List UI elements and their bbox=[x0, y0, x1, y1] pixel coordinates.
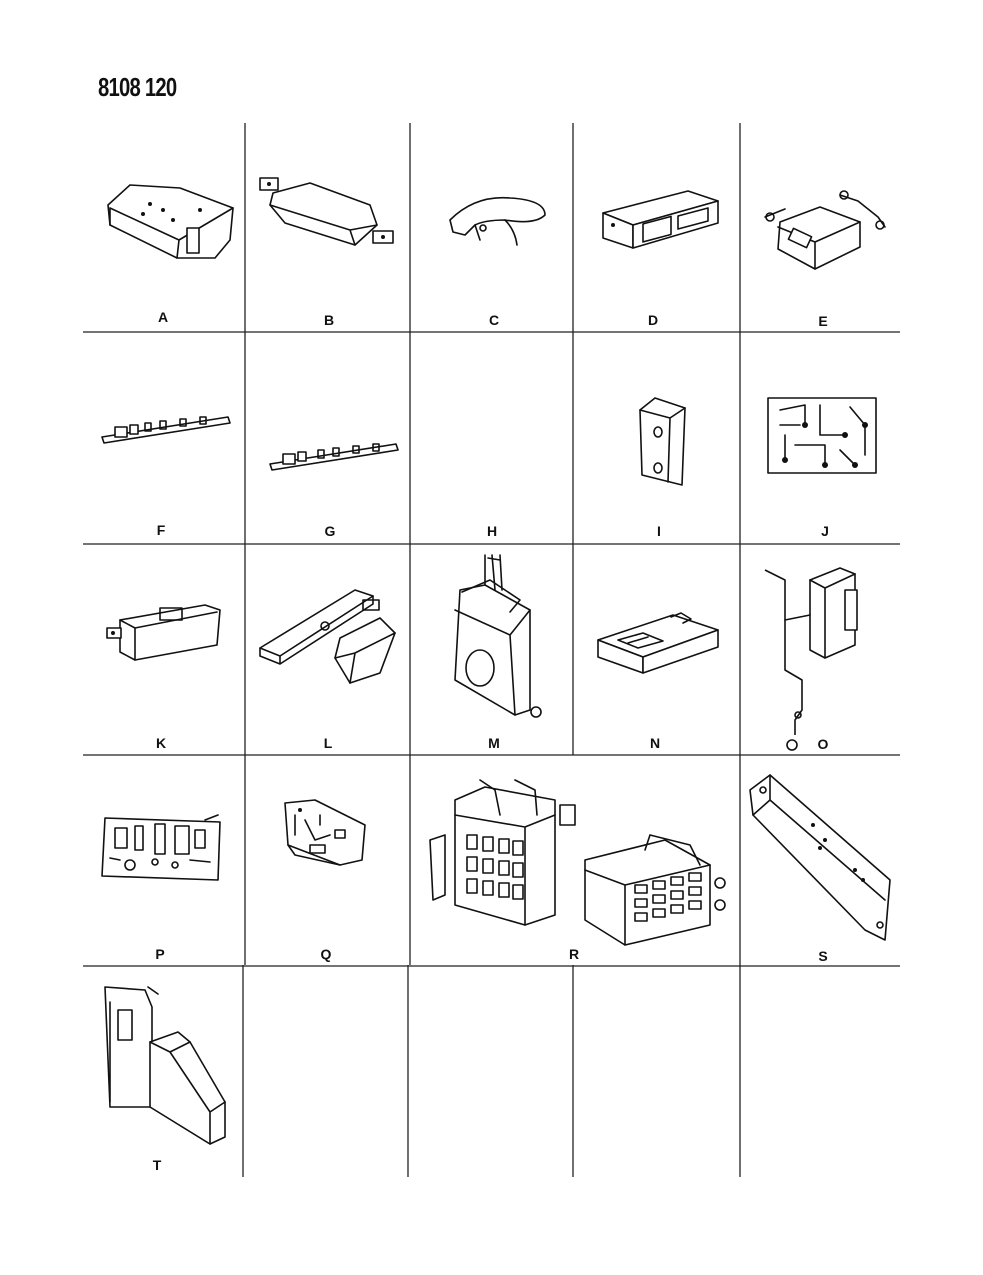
part-label-m: M bbox=[488, 735, 500, 751]
part-f-drawing bbox=[101, 416, 231, 444]
part-m-drawing bbox=[454, 554, 542, 718]
part-c-drawing bbox=[449, 196, 546, 246]
part-o-drawing bbox=[764, 567, 858, 751]
part-label-k: K bbox=[155, 735, 167, 751]
part-d-drawing bbox=[602, 190, 719, 249]
part-n-drawing bbox=[597, 612, 719, 674]
part-label-b: B bbox=[323, 312, 335, 328]
part-l-drawing bbox=[259, 589, 396, 684]
part-label-l: L bbox=[323, 735, 333, 751]
part-label-t: T bbox=[152, 1157, 162, 1173]
part-label-n: N bbox=[649, 735, 661, 751]
part-label-c: C bbox=[488, 312, 500, 328]
part-g-drawing bbox=[269, 443, 399, 471]
part-label-s: S bbox=[818, 948, 828, 964]
part-t-drawing bbox=[104, 986, 226, 1145]
part-label-g: G bbox=[324, 523, 336, 539]
part-label-j: J bbox=[821, 523, 829, 539]
part-label-f: F bbox=[156, 522, 166, 538]
part-label-e: E bbox=[818, 313, 828, 329]
part-i-drawing bbox=[639, 397, 686, 486]
part-p-drawing bbox=[101, 814, 221, 881]
document-id: 8108 120 bbox=[98, 72, 177, 102]
part-q-drawing bbox=[284, 799, 366, 866]
part-a-drawing bbox=[107, 184, 234, 259]
part-label-a: A bbox=[157, 309, 169, 325]
part-s-drawing bbox=[749, 774, 891, 941]
part-label-h: H bbox=[486, 523, 498, 539]
part-b-drawing bbox=[259, 177, 394, 246]
part-label-q: Q bbox=[320, 946, 332, 962]
part-j-drawing bbox=[767, 397, 877, 474]
part-e-drawing bbox=[764, 190, 886, 270]
part-r-drawing bbox=[429, 779, 726, 946]
part-k-drawing bbox=[106, 604, 221, 661]
part-label-o: O bbox=[817, 736, 829, 752]
part-label-p: P bbox=[155, 946, 165, 962]
part-label-r: R bbox=[568, 946, 580, 962]
part-label-d: D bbox=[647, 312, 659, 328]
part-label-i: I bbox=[657, 523, 661, 539]
